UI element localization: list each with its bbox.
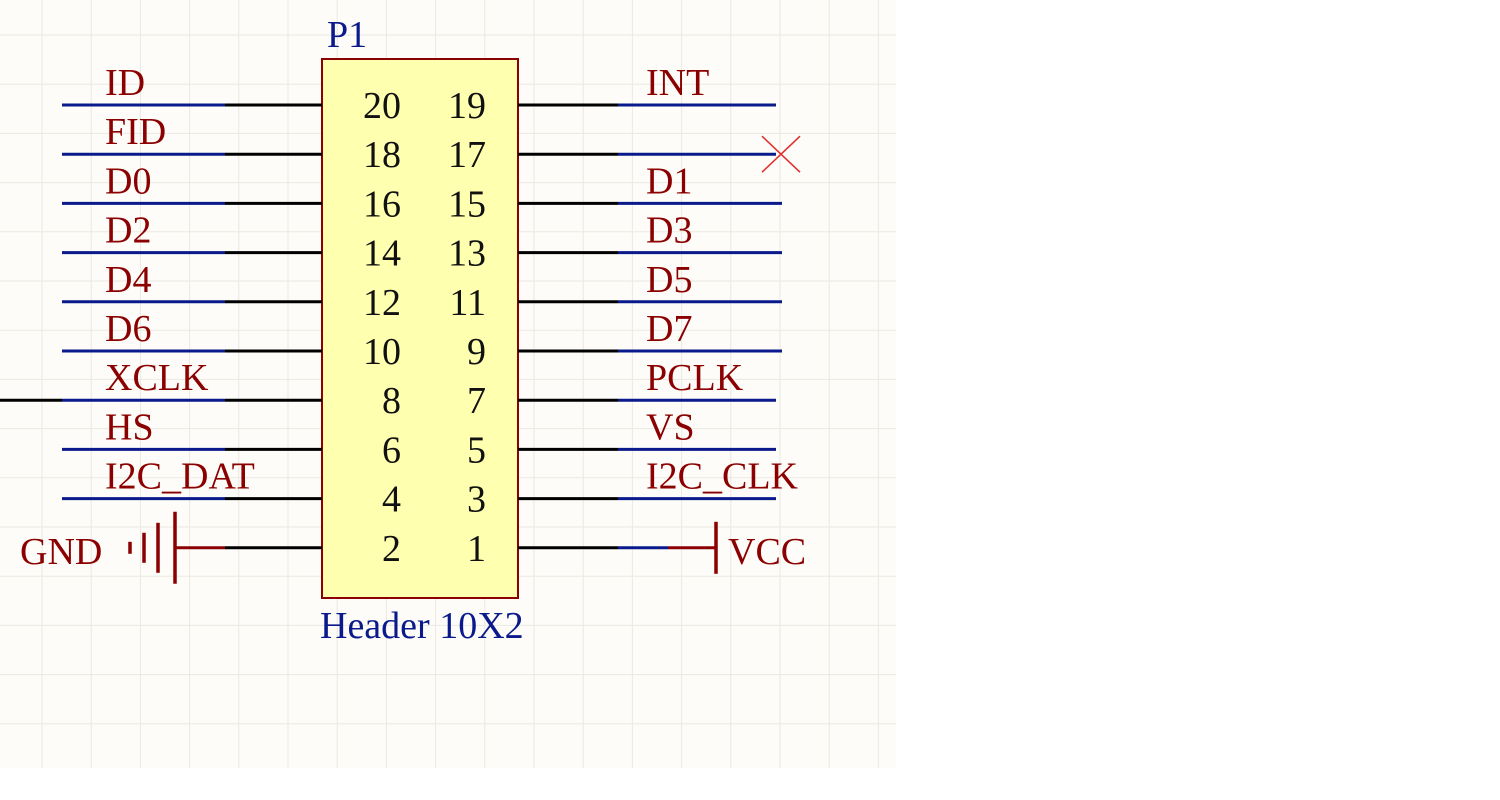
pin-number: 3 (467, 479, 486, 521)
pin-number: 17 (448, 134, 486, 176)
pin-16[interactable]: D0 16 (62, 160, 401, 225)
vcc-port-label: VCC (728, 531, 806, 573)
pin-3[interactable]: I2C_CLK 3 (467, 456, 799, 521)
pin-number: 10 (363, 331, 401, 373)
pin-number: 14 (363, 233, 401, 275)
pin-17[interactable]: 17 (448, 134, 776, 176)
net-label[interactable]: VS (646, 406, 695, 448)
pin-number: 19 (448, 85, 486, 127)
pin-14[interactable]: D2 14 (62, 210, 401, 275)
pin-number: 9 (467, 331, 486, 373)
no-erc-marker-icon[interactable] (761, 135, 801, 173)
pin-number: 11 (449, 282, 486, 324)
pin-7[interactable]: PCLK 7 (467, 357, 776, 422)
net-label[interactable]: D6 (105, 308, 151, 350)
net-label[interactable]: D0 (105, 160, 151, 202)
pin-number: 8 (382, 380, 401, 422)
pin-15[interactable]: D1 15 (448, 160, 782, 225)
pin-number: 13 (448, 233, 486, 275)
net-label[interactable]: I2C_DAT (105, 456, 255, 498)
pin-number: 4 (382, 479, 401, 521)
net-label[interactable]: D4 (105, 259, 151, 301)
net-label[interactable]: PCLK (646, 357, 744, 399)
net-label[interactable]: FID (105, 111, 166, 153)
pin-19[interactable]: INT 19 (448, 62, 776, 127)
no-erc-stroke (761, 135, 801, 173)
net-label[interactable]: ID (105, 62, 145, 104)
component-comment[interactable]: Header 10X2 (320, 605, 524, 647)
pin-6[interactable]: HS 6 (62, 406, 401, 471)
net-label[interactable]: D2 (105, 210, 151, 252)
net-label[interactable]: I2C_CLK (646, 456, 799, 498)
component-designator[interactable]: P1 (327, 14, 367, 56)
net-label[interactable]: HS (105, 406, 154, 448)
pin-number: 7 (467, 380, 486, 422)
pin-13[interactable]: D3 13 (448, 210, 782, 275)
pin-number: 15 (448, 183, 486, 225)
pin-number: 12 (363, 282, 401, 324)
pin-11[interactable]: D5 11 (449, 259, 782, 324)
pin-number: 5 (467, 429, 486, 471)
pin-8[interactable]: XCLK 8 (0, 357, 401, 422)
ground-port[interactable] (128, 511, 177, 584)
pin-1[interactable]: 1 (467, 528, 716, 570)
net-label[interactable]: INT (646, 62, 709, 104)
header-component-body[interactable] (321, 58, 519, 599)
pin-5[interactable]: VS 5 (467, 406, 776, 471)
net-label[interactable]: XCLK (105, 357, 209, 399)
pin-number: 20 (363, 85, 401, 127)
ground-port-label: GND (20, 531, 102, 573)
pin-number: 16 (363, 183, 401, 225)
pin-4[interactable]: I2C_DAT 4 (62, 456, 401, 521)
pin-20[interactable]: ID 20 (62, 62, 401, 127)
pin-number: 6 (382, 429, 401, 471)
pin-18[interactable]: FID 18 (62, 111, 401, 176)
net-label[interactable]: D5 (646, 259, 692, 301)
pin-10[interactable]: D6 10 (62, 308, 401, 373)
net-label[interactable]: D7 (646, 308, 692, 350)
pin-12[interactable]: D4 12 (62, 259, 401, 324)
net-label[interactable]: D3 (646, 210, 692, 252)
pin-2[interactable]: 2 (175, 528, 401, 570)
net-label[interactable]: D1 (646, 160, 692, 202)
pin-number: 1 (467, 528, 486, 570)
pin-number: 18 (363, 134, 401, 176)
left-pin-group: ID20FID18D016D214D412D610XCLK8HS6I2C_DAT… (0, 62, 401, 570)
pin-number: 2 (382, 528, 401, 570)
pin-9[interactable]: D7 9 (467, 308, 782, 373)
